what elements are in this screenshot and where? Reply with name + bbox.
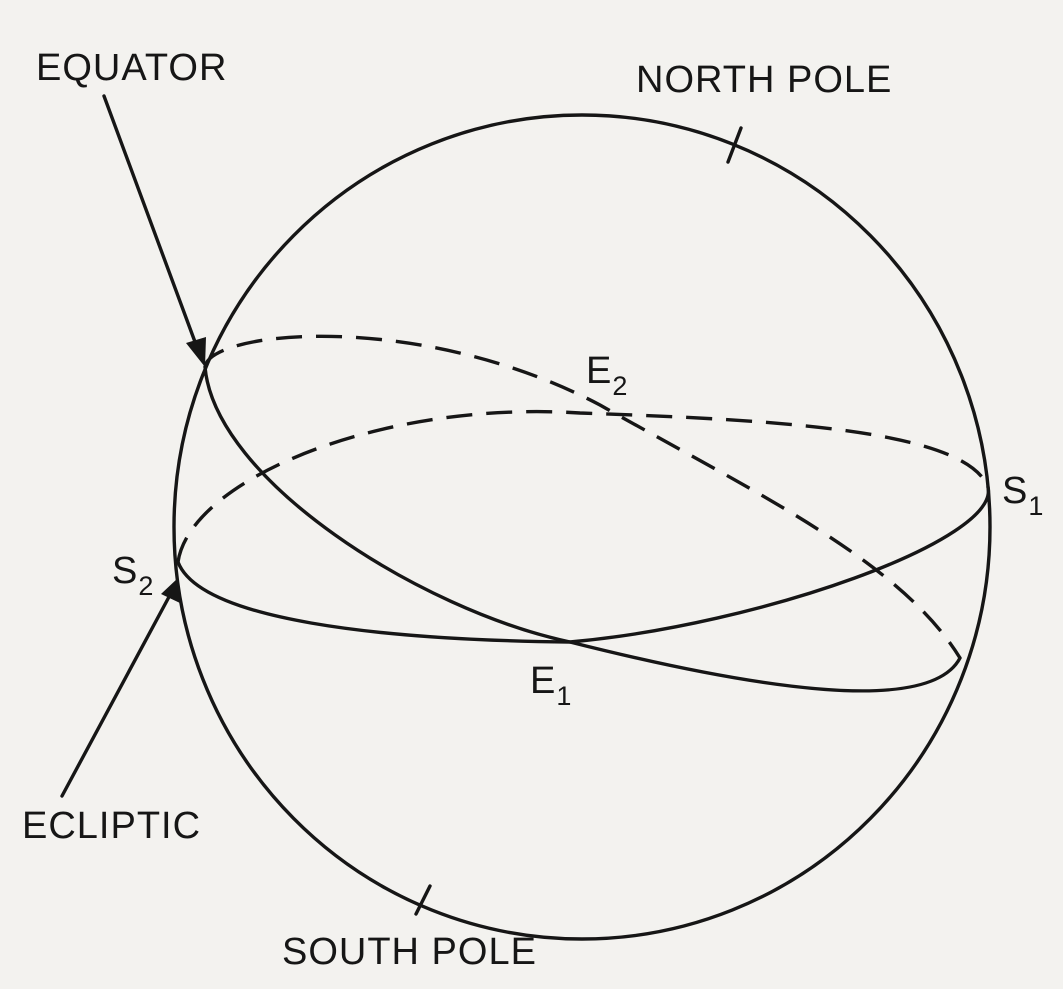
sphere-outline (172, 113, 992, 941)
south-pole-tick (414, 884, 432, 916)
ecliptic-arrow-shaft (60, 593, 172, 798)
north-pole-label: NORTH POLE (636, 59, 892, 101)
south-pole-label: SOUTH POLE (282, 931, 537, 973)
ecliptic-back-arc (176, 409, 990, 563)
ecliptic-front-arc (176, 485, 990, 644)
point-e2-label: E2 (586, 350, 628, 401)
equator-label: EQUATOR (36, 47, 227, 89)
equator-arrowhead (186, 337, 206, 367)
point-s2-label: S2 (112, 550, 154, 601)
ecliptic-label: ECLIPTIC (22, 805, 201, 847)
point-s1-label: S1 (1002, 470, 1044, 521)
equator-arrow-shaft (102, 94, 200, 352)
north-pole-tick (726, 126, 743, 164)
equator-back-arc (203, 334, 962, 659)
point-e1-label: E1 (530, 660, 572, 711)
ecliptic-arrowhead (161, 578, 180, 603)
